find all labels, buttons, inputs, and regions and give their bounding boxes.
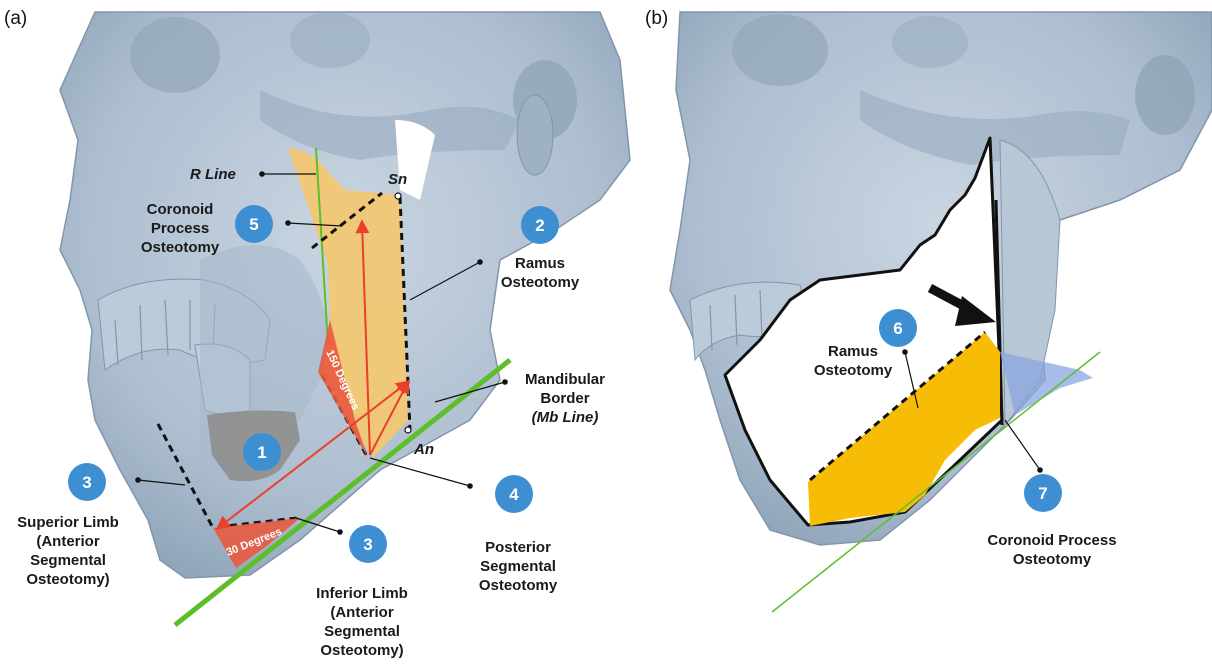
svg-text:Posterior: Posterior: [485, 539, 551, 556]
svg-text:4: 4: [509, 485, 519, 504]
svg-text:Osteotomy): Osteotomy): [26, 571, 109, 588]
svg-text:Ramus: Ramus: [828, 343, 878, 360]
svg-text:1: 1: [257, 443, 266, 462]
svg-text:3: 3: [363, 535, 372, 554]
sn-point: [395, 193, 401, 199]
ramus-label-a: Ramus Osteotomy: [501, 255, 580, 291]
coronoid-overlay: [1000, 352, 1093, 415]
svg-text:3: 3: [82, 473, 91, 492]
svg-text:Osteotomy: Osteotomy: [1013, 551, 1092, 568]
mandibular-border-label: Mandibular Border (Mb Line): [525, 371, 605, 426]
badge-7: 7: [1024, 474, 1062, 512]
svg-text:Border: Border: [540, 390, 589, 407]
posterior-label: Posterior Segmental Osteotomy: [479, 539, 558, 594]
badge-6: 6: [879, 309, 917, 347]
svg-text:5: 5: [249, 215, 258, 234]
svg-text:Coronoid Process: Coronoid Process: [987, 532, 1116, 549]
svg-text:Coronoid: Coronoid: [147, 201, 214, 218]
svg-text:(Anterior: (Anterior: [36, 533, 99, 550]
svg-text:Osteotomy: Osteotomy: [814, 362, 893, 379]
svg-text:Osteotomy): Osteotomy): [320, 642, 403, 659]
svg-text:Segmental: Segmental: [30, 552, 106, 569]
badge-4: 4: [495, 475, 533, 513]
sn-label: Sn: [388, 171, 407, 188]
panel-a-tag: (a): [4, 8, 27, 29]
inferior-limb-label: Inferior Limb (Anterior Segmental Osteot…: [316, 585, 408, 659]
badge-3-superior: 3: [68, 463, 106, 501]
svg-text:(Mb Line): (Mb Line): [532, 409, 599, 426]
svg-text:Mandibular: Mandibular: [525, 371, 605, 388]
svg-text:Process: Process: [151, 220, 209, 237]
svg-text:Superior Limb: Superior Limb: [17, 514, 119, 531]
badge-1: 1: [243, 433, 281, 471]
svg-text:Segmental: Segmental: [324, 623, 400, 640]
badge-3-inferior: 3: [349, 525, 387, 563]
svg-text:Osteotomy: Osteotomy: [141, 239, 220, 256]
svg-text:7: 7: [1038, 484, 1047, 503]
panel-b-tag: (b): [645, 8, 668, 29]
badge-5: 5: [235, 205, 273, 243]
r-line-label: R Line: [190, 166, 236, 183]
superior-limb-label: Superior Limb (Anterior Segmental Osteot…: [17, 514, 119, 588]
coronoid-label-b: Coronoid Process Osteotomy: [987, 532, 1116, 568]
svg-text:Ramus: Ramus: [515, 255, 565, 272]
panel-a: (a): [4, 8, 630, 659]
badge-2: 2: [521, 206, 559, 244]
svg-text:Osteotomy: Osteotomy: [501, 274, 580, 291]
panel-b: (b): [645, 8, 1212, 612]
svg-text:Osteotomy: Osteotomy: [479, 577, 558, 594]
an-label: An: [413, 441, 434, 458]
svg-text:Segmental: Segmental: [480, 558, 556, 575]
svg-text:(Anterior: (Anterior: [330, 604, 393, 621]
coronoid-label-a: Coronoid Process Osteotomy: [141, 201, 220, 256]
svg-text:2: 2: [535, 216, 544, 235]
an-point: [405, 427, 411, 433]
svg-text:Inferior Limb: Inferior Limb: [316, 585, 408, 602]
svg-text:6: 6: [893, 319, 902, 338]
